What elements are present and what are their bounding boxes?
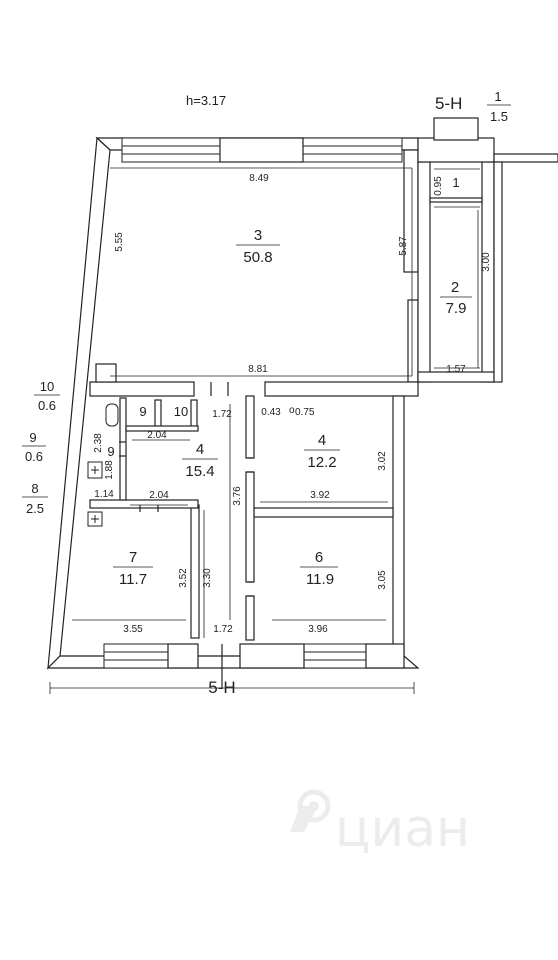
frac-9-num: 9 bbox=[29, 430, 36, 445]
room-3-number: 3 bbox=[254, 227, 262, 244]
watermark: циан bbox=[290, 789, 470, 859]
room-9b-number: 9 bbox=[107, 444, 114, 459]
dim-1-72-bottom: 1.72 bbox=[213, 624, 233, 635]
wall-4-4b-bottom bbox=[245, 595, 255, 641]
wall-7-top bbox=[89, 499, 199, 509]
room-3-left-dim: 5.55 bbox=[114, 232, 125, 252]
axis-label-top: 5-Н bbox=[435, 94, 462, 113]
room-3-right-dim: 5.87 bbox=[398, 236, 409, 256]
watermark-text: циан bbox=[335, 799, 470, 859]
walls bbox=[46, 136, 558, 670]
dim-3-52: 3.52 bbox=[178, 568, 189, 588]
wall-7-right bbox=[190, 504, 200, 639]
wall-right-lower bbox=[407, 299, 419, 383]
wall-3-bottom-right bbox=[264, 381, 419, 397]
wall-far-right-top bbox=[493, 153, 558, 163]
dim-3-76: 3.76 bbox=[232, 486, 243, 506]
room-6-number: 6 bbox=[315, 549, 323, 566]
dim-2-04-bath: 2.04 bbox=[147, 430, 167, 441]
room-3-area: 50.8 bbox=[243, 249, 272, 266]
room-4-area: 15.4 bbox=[185, 463, 214, 480]
dim-2-38: 2.38 bbox=[93, 433, 104, 453]
window-2 bbox=[302, 137, 403, 163]
dim-degree: o bbox=[289, 405, 295, 416]
room-7-area: 11.7 bbox=[119, 571, 147, 588]
frac-10-den: 0.6 bbox=[38, 398, 56, 413]
dimension-lines bbox=[49, 167, 480, 694]
fraction-top-num: 1 bbox=[494, 89, 501, 104]
dim-3-30: 3.30 bbox=[202, 568, 213, 588]
wall-9-10 bbox=[154, 399, 162, 429]
room-2-area: 7.9 bbox=[446, 300, 467, 317]
dim-1-14: 1.14 bbox=[94, 489, 114, 500]
room-10-number: 10 bbox=[174, 404, 188, 419]
room-4-number: 4 bbox=[196, 441, 204, 458]
axis-label-bottom: 5-Н bbox=[208, 678, 235, 697]
wall-r1-bottom bbox=[429, 197, 483, 203]
room-1-side-dim: 0.95 bbox=[433, 176, 444, 196]
room-2-side-dim: 3.00 bbox=[481, 252, 492, 272]
window-4 bbox=[303, 643, 367, 669]
dim-3-96: 3.96 bbox=[308, 624, 328, 635]
dim-3-55: 3.55 bbox=[123, 624, 143, 635]
wall-3-bottom-left bbox=[89, 381, 195, 397]
room-9-number: 9 bbox=[139, 404, 146, 419]
wall-r1r2-top bbox=[417, 137, 495, 163]
wall-4b-6 bbox=[253, 507, 394, 518]
room-3-bottom-dim: 8.81 bbox=[248, 364, 268, 375]
outer-wall-left bbox=[47, 136, 111, 670]
room-6-area: 11.9 bbox=[306, 571, 334, 588]
wall-10-right bbox=[190, 399, 198, 429]
room-1-number: 1 bbox=[452, 175, 459, 190]
window-3 bbox=[103, 643, 169, 669]
dim-0-43: 0.43 bbox=[261, 407, 281, 418]
wall-far-right-side bbox=[493, 161, 503, 383]
frac-10-num: 10 bbox=[40, 379, 54, 394]
dim-2-04-corr: 2.04 bbox=[149, 490, 169, 501]
dim-3-02: 3.02 bbox=[377, 451, 388, 471]
frac-8-den: 2.5 bbox=[26, 501, 44, 516]
room-2-number: 2 bbox=[451, 279, 459, 296]
wall-9-bottom bbox=[125, 425, 199, 432]
room-4b-area: 12.2 bbox=[307, 454, 336, 471]
dim-3-92: 3.92 bbox=[310, 490, 330, 501]
wall-bath-right bbox=[119, 397, 127, 501]
fixtures bbox=[87, 403, 119, 527]
frac-8-num: 8 bbox=[31, 481, 38, 496]
toilet-icon bbox=[105, 403, 119, 427]
wall-lower-right bbox=[392, 395, 405, 657]
room-3-top-dim: 8.49 bbox=[249, 173, 269, 184]
windows bbox=[103, 137, 403, 669]
room-7-number: 7 bbox=[129, 549, 137, 566]
room-2-bottom-dim: 1.57 bbox=[446, 364, 466, 375]
wall-4-4b-lower bbox=[245, 471, 255, 583]
wall-4-4b-upper bbox=[245, 395, 255, 459]
ceiling-height: h=3.17 bbox=[186, 93, 226, 108]
fraction-top-den: 1.5 bbox=[490, 109, 508, 124]
dim-1-72-top: 1.72 bbox=[212, 409, 232, 420]
dim-3-05: 3.05 bbox=[377, 570, 388, 590]
pillars bbox=[95, 137, 405, 669]
window-1 bbox=[121, 137, 221, 163]
wall-r1r2-left bbox=[417, 161, 431, 383]
vent-box bbox=[433, 117, 479, 141]
frac-9-den: 0.6 bbox=[25, 449, 43, 464]
entrance bbox=[119, 382, 254, 688]
dim-1-88: 1.88 bbox=[104, 460, 115, 480]
room-4b-number: 4 bbox=[318, 432, 326, 449]
dim-0-75: 0.75 bbox=[295, 407, 315, 418]
